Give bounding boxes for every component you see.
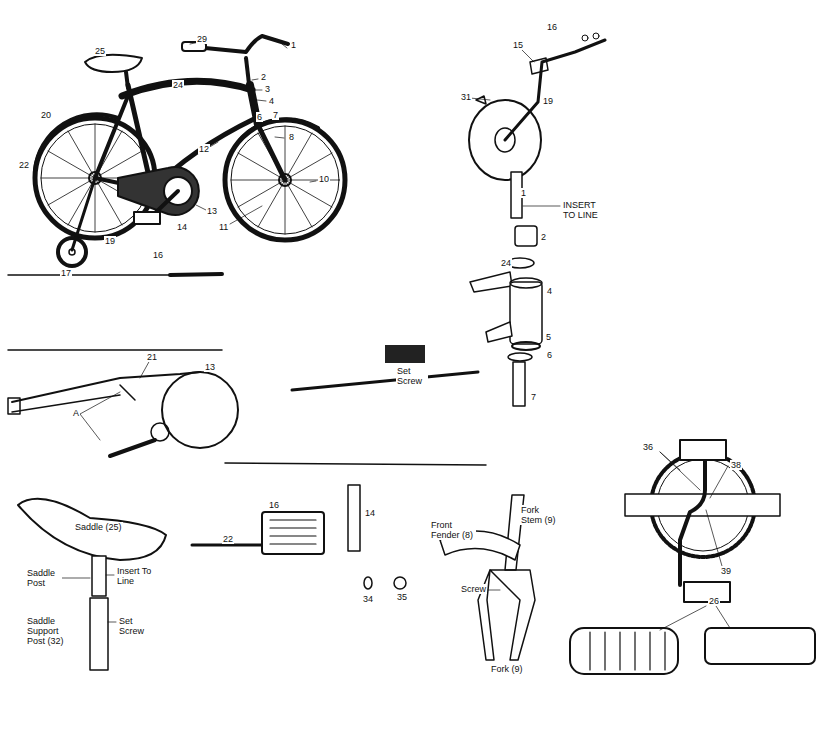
callout-number: 16	[152, 250, 164, 260]
crank-assembly	[625, 440, 780, 602]
callout-number: 34	[362, 594, 374, 604]
callout-number: 4	[546, 286, 553, 296]
part-label: Set Screw	[396, 366, 428, 386]
part-label: Screw	[460, 584, 487, 594]
training-wheel-assembly	[469, 33, 605, 180]
callout-number: 10	[318, 174, 330, 184]
callout-number: 2	[260, 72, 267, 82]
callout-number: 22	[18, 160, 30, 170]
callout-number: 31	[460, 92, 472, 102]
part-label: Saddle Support Post (32)	[26, 616, 74, 646]
callout-number: 16	[546, 22, 558, 32]
callout-number: 12	[198, 144, 210, 154]
callout-number: 15	[512, 40, 524, 50]
grips	[570, 606, 815, 674]
callout-number: 38	[730, 460, 742, 470]
part-label: Fork (9)	[490, 664, 524, 674]
callout-number: 19	[542, 96, 554, 106]
part-label: Set Screw	[118, 616, 152, 636]
saddle-assembly	[18, 499, 166, 670]
callout-number: 8	[288, 132, 295, 142]
callout-number: 4	[268, 96, 275, 106]
part-label: Saddle Post	[26, 568, 62, 588]
callout-number: 25	[94, 46, 106, 56]
callout-number: 6	[256, 112, 263, 122]
part-label: Fork Stem (9)	[520, 505, 562, 525]
part-label: Insert To Line	[116, 566, 160, 586]
callout-number: 14	[364, 508, 376, 518]
callout-number: A	[72, 408, 80, 418]
callout-number: 20	[40, 110, 52, 120]
callout-number: 13	[206, 206, 218, 216]
callout-number: 24	[172, 80, 184, 90]
callout-number: 26	[708, 596, 720, 606]
chain-guard	[8, 360, 238, 456]
part-label: Front Fender (8)	[430, 520, 476, 540]
callout-number: 29	[196, 34, 208, 44]
part-label: INSERT TO LINE	[562, 200, 604, 220]
callout-number: 24	[500, 258, 512, 268]
callout-number: 13	[204, 362, 216, 372]
callout-number: 11	[218, 222, 229, 232]
callout-number: 39	[720, 566, 732, 576]
callout-number: 14	[176, 222, 188, 232]
callout-number: 6	[546, 350, 553, 360]
main-bicycle	[35, 36, 345, 266]
callout-number: 3	[264, 84, 271, 94]
callout-number: 1	[290, 40, 297, 50]
callout-number: 16	[268, 500, 280, 510]
pedal-assembly	[192, 485, 406, 589]
callout-number: 35	[396, 592, 408, 602]
callout-number: 5	[545, 332, 552, 342]
callout-number: 2	[540, 232, 547, 242]
headset-exploded	[385, 172, 560, 406]
callout-number: 1	[520, 188, 527, 198]
callout-number: 21	[146, 352, 158, 362]
callout-number: 7	[530, 392, 537, 402]
part-label: Saddle (25)	[74, 522, 123, 532]
callout-number: 19	[104, 236, 116, 246]
callout-number: 36	[642, 442, 654, 452]
callout-number: 17	[60, 268, 72, 278]
callout-number: 22	[222, 534, 234, 544]
callout-number: 7	[272, 110, 279, 120]
